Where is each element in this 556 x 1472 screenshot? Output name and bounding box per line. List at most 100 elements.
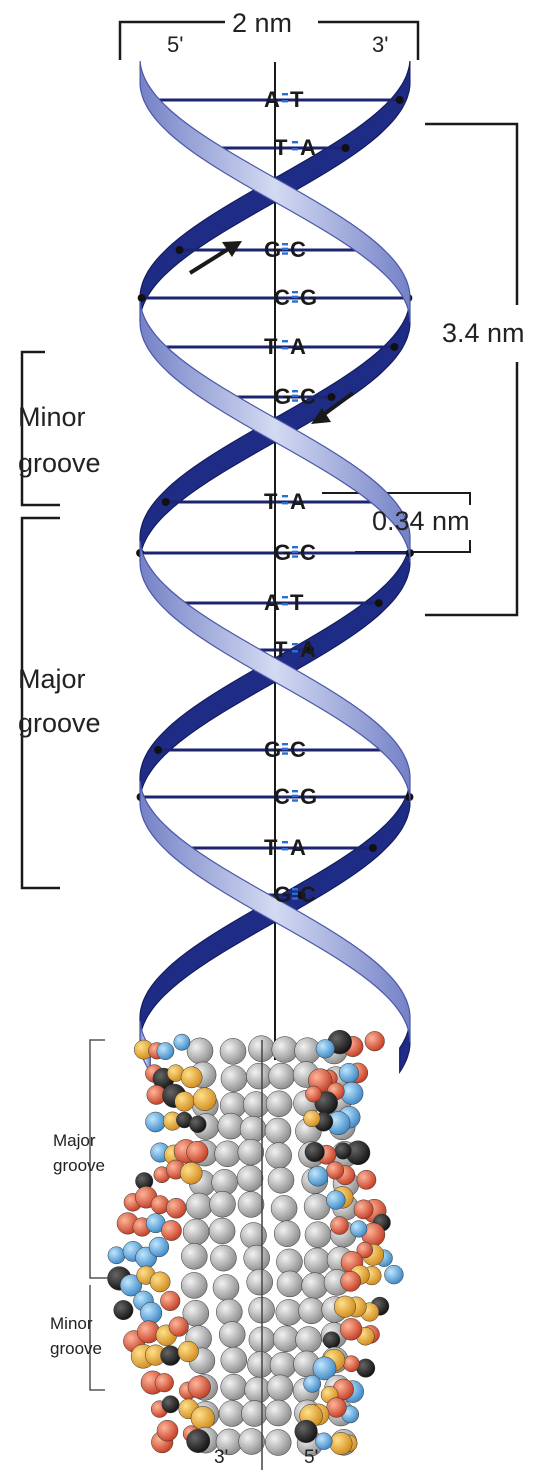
base-atom bbox=[265, 1399, 292, 1427]
backbone-atom bbox=[160, 1290, 181, 1311]
backbone-dot bbox=[374, 599, 383, 607]
base-letter-right: A bbox=[290, 835, 306, 860]
base-atom bbox=[276, 1270, 304, 1298]
hydrogen-bond bbox=[282, 340, 288, 350]
base-atom bbox=[218, 1321, 246, 1348]
rise-label: 0.34 nm bbox=[372, 506, 470, 536]
backbone-dot bbox=[161, 498, 170, 506]
backbone-atom bbox=[161, 1395, 180, 1414]
base-atom bbox=[216, 1298, 243, 1326]
hydrogen-bond bbox=[292, 291, 298, 303]
strand-direction-arrow-up bbox=[188, 241, 242, 275]
base-atom bbox=[210, 1244, 237, 1272]
base-letter-left: C bbox=[274, 784, 290, 809]
base-atom bbox=[217, 1112, 245, 1140]
backbone-atom bbox=[140, 1301, 163, 1325]
backbone-atom bbox=[179, 1161, 203, 1185]
backbone-atom bbox=[343, 1355, 360, 1373]
hydrogen-bond bbox=[282, 495, 288, 505]
base-atom bbox=[269, 1351, 297, 1379]
backbone-atom bbox=[333, 1295, 357, 1318]
width-bracket bbox=[118, 20, 420, 60]
backbone-atom bbox=[330, 1216, 349, 1235]
hydrogen-bond bbox=[292, 390, 298, 402]
base-atom bbox=[271, 1036, 299, 1063]
backbone-atom bbox=[149, 1271, 171, 1293]
base-atom bbox=[180, 1272, 208, 1299]
hydrogen-bond bbox=[282, 841, 288, 851]
backbone-atom bbox=[113, 1300, 134, 1321]
backbone-atom bbox=[187, 1375, 211, 1399]
hydrogen-bond bbox=[282, 596, 288, 606]
minor-groove-label-line1: Minor bbox=[18, 402, 86, 432]
backbone-atom bbox=[356, 1241, 374, 1259]
base-letter-left: T bbox=[264, 835, 278, 860]
model-major-groove-label-line2: groove bbox=[53, 1156, 105, 1175]
backbone-atom bbox=[326, 1190, 346, 1210]
base-letter-right: C bbox=[300, 882, 316, 907]
strand-b-front-segment bbox=[139, 540, 411, 803]
base-atom bbox=[246, 1268, 273, 1296]
base-atom bbox=[303, 1247, 331, 1275]
backbone-atom bbox=[304, 1141, 325, 1163]
base-atom bbox=[243, 1244, 270, 1272]
base-letter-right: A bbox=[300, 135, 316, 160]
backbone-atom bbox=[322, 1331, 341, 1349]
base-atom bbox=[267, 1166, 295, 1194]
base-letter-left: G bbox=[274, 882, 292, 907]
base-letter-right: C bbox=[300, 384, 316, 409]
backbone-atom bbox=[145, 1111, 166, 1133]
base-letter-right: A bbox=[290, 334, 306, 359]
base-atom bbox=[247, 1351, 274, 1378]
backbone-atom bbox=[326, 1397, 347, 1418]
backbone-atom bbox=[364, 1031, 385, 1052]
base-atom bbox=[237, 1138, 265, 1166]
base-letter-right: C bbox=[300, 540, 316, 565]
base-letter-left: C bbox=[274, 285, 290, 310]
base-atom bbox=[303, 1193, 331, 1220]
hydrogen-bond bbox=[282, 743, 288, 755]
base-letter-left: T bbox=[264, 334, 278, 359]
space-filling-model bbox=[107, 1029, 404, 1457]
model-major-groove-label-line1: Major bbox=[53, 1131, 96, 1150]
base-atom bbox=[270, 1195, 298, 1222]
backbone-atom bbox=[107, 1246, 126, 1265]
base-letter-left: G bbox=[274, 540, 292, 565]
backbone-atom bbox=[315, 1432, 333, 1450]
base-letter-right: A bbox=[300, 637, 316, 662]
base-atom bbox=[236, 1165, 264, 1192]
pitch-label: 3.4 nm bbox=[442, 318, 525, 348]
backbone-atom bbox=[294, 1419, 318, 1443]
backbone-dot bbox=[368, 844, 377, 852]
strand-direction-arrow-down bbox=[311, 391, 355, 424]
backbone-atom bbox=[339, 1318, 363, 1341]
backbone-atom bbox=[173, 1033, 191, 1051]
backbone-atom bbox=[119, 1274, 143, 1297]
base-atom bbox=[220, 1373, 247, 1401]
base-letter-left: G bbox=[274, 384, 292, 409]
backbone-atom bbox=[174, 1091, 195, 1112]
backbone-atom bbox=[303, 1109, 321, 1128]
backbone-dot bbox=[154, 746, 163, 754]
base-atom bbox=[237, 1191, 265, 1218]
backbone-atom bbox=[312, 1356, 337, 1381]
base-atom bbox=[266, 1374, 294, 1402]
base-atom bbox=[298, 1297, 325, 1325]
backbone-atom bbox=[305, 1085, 322, 1103]
backbone-atom bbox=[165, 1197, 187, 1219]
base-atom bbox=[295, 1326, 322, 1353]
backbone-dot bbox=[390, 343, 399, 351]
base-atom bbox=[214, 1140, 241, 1168]
strand-end-top-right: 3' bbox=[372, 32, 389, 57]
base-letter-left: G bbox=[264, 237, 282, 262]
base-atom bbox=[218, 1400, 246, 1427]
base-atom bbox=[242, 1091, 270, 1118]
base-atom bbox=[220, 1065, 248, 1092]
backbone-atom bbox=[156, 1042, 175, 1060]
base-letter-right: C bbox=[290, 737, 306, 762]
backbone-dot bbox=[341, 144, 350, 152]
base-atom bbox=[220, 1346, 248, 1374]
base-atom bbox=[212, 1274, 240, 1301]
groove-brackets-ribbon bbox=[20, 350, 60, 890]
